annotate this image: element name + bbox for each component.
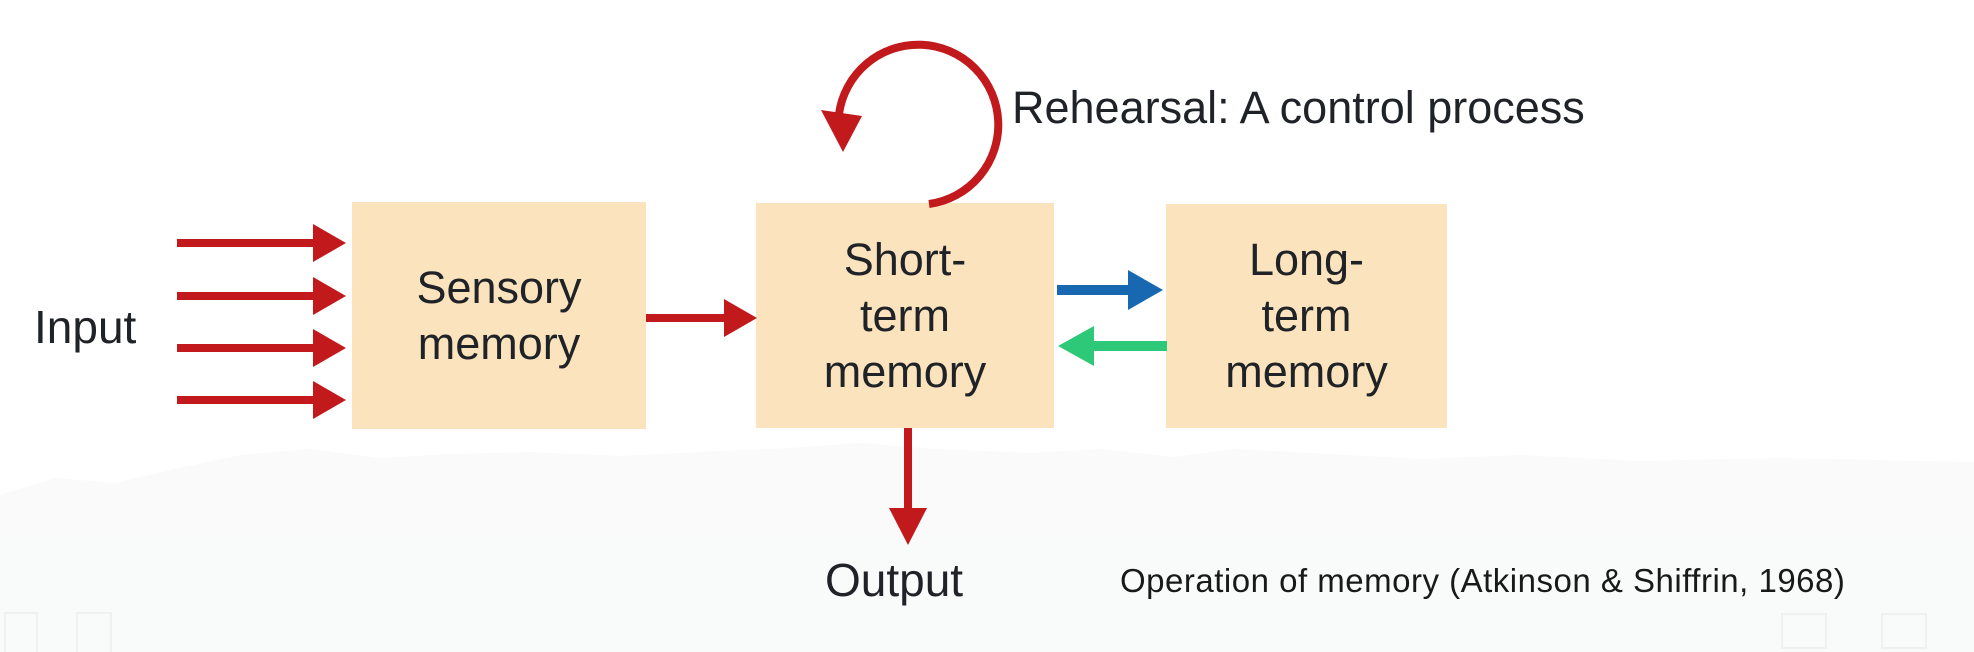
long-term-label-line1: Long- <box>1248 234 1365 285</box>
short-term-label-line3: memory <box>823 345 987 397</box>
sensory-to-short-term-arrow <box>646 299 757 337</box>
watermark-shape <box>1781 613 1827 649</box>
short-term-to-output-arrow <box>889 428 927 545</box>
watermark-shape <box>76 612 112 652</box>
watermark-shape <box>1881 613 1927 649</box>
long-term-label-line3: memory <box>1225 346 1388 397</box>
rehearsal-label: Rehearsal: A control process <box>1012 82 1585 133</box>
rehearsal-loop-arrow <box>821 40 1003 208</box>
input-arrow-4 <box>177 381 346 419</box>
sensory-memory-label-line2: memory <box>417 317 581 369</box>
input-arrow-1 <box>177 224 346 262</box>
input-arrow-3 <box>177 329 346 367</box>
sensory-memory-label-line1: Sensory <box>416 261 582 313</box>
short-term-label-line1: Short- <box>843 233 967 285</box>
short-term-to-long-term-arrow <box>1057 270 1163 310</box>
long-term-to-short-term-arrow <box>1058 326 1167 366</box>
output-label: Output <box>825 554 964 606</box>
long-term-memory-box: Long- term memory <box>1166 204 1447 428</box>
long-term-label-line2: term <box>1261 290 1352 341</box>
background-band <box>0 536 1974 652</box>
sensory-memory-box: Sensory memory <box>352 202 646 429</box>
short-term-memory-box: Short- term memory <box>756 203 1054 428</box>
short-term-label-line2: term <box>860 289 950 341</box>
caption-label: Operation of memory (Atkinson & Shiffrin… <box>1120 562 1846 599</box>
input-label: Input <box>34 301 137 353</box>
watermark-shape <box>4 612 38 652</box>
input-arrow-2 <box>177 277 346 315</box>
